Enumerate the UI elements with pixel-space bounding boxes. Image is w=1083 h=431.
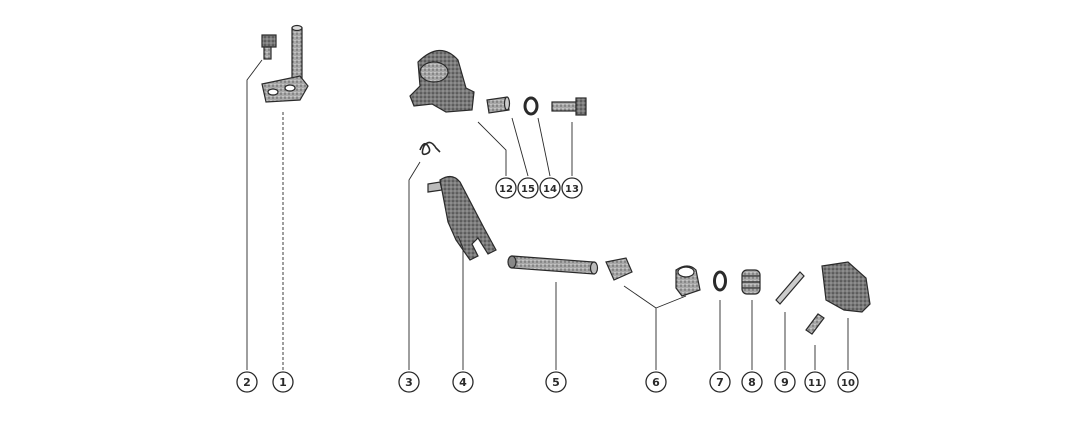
callout-circle [398, 371, 420, 393]
leader-lines [246, 59, 849, 370]
shift-shaft-part-1 [261, 24, 309, 103]
shift-lever-part-4 [427, 175, 497, 261]
washer-part-7 [713, 270, 727, 292]
callout-circle [837, 371, 859, 393]
callout-4: 4 [452, 371, 474, 393]
shift-rod-part-5 [507, 255, 599, 275]
callout-number: 11 [808, 378, 822, 389]
lockwasher-part-14 [523, 96, 539, 116]
bushing-part-6 [605, 257, 701, 297]
callout-14: 14 [539, 177, 561, 199]
callout-number: 2 [243, 376, 251, 389]
callout-circle [709, 371, 731, 393]
callout-circle [272, 371, 294, 393]
callout-circle [517, 177, 539, 199]
callout-3: 3 [398, 371, 420, 393]
spring-part-8 [741, 269, 761, 295]
callout-number: 1 [279, 376, 287, 389]
callout-10: 10 [837, 371, 859, 393]
callout-number: 6 [652, 376, 660, 389]
callout-number: 12 [499, 184, 513, 195]
callout-number: 8 [748, 376, 756, 389]
screw-part-2 [261, 34, 277, 60]
callout-circle [561, 177, 583, 199]
callout-6: 6 [645, 371, 667, 393]
callout-number: 4 [459, 376, 467, 389]
callout-number: 7 [716, 376, 724, 389]
callout-circle [539, 177, 561, 199]
callout-circle [452, 371, 474, 393]
washer-part-15 [486, 96, 511, 114]
callout-number: 3 [405, 376, 413, 389]
pin-part-11 [805, 313, 825, 335]
callout-number: 5 [552, 376, 560, 389]
callout-9: 9 [774, 371, 796, 393]
callout-number: 14 [543, 184, 557, 195]
callout-circle [645, 371, 667, 393]
callout-number: 13 [565, 184, 579, 195]
shift-cam-part-10 [821, 261, 871, 313]
callout-7: 7 [709, 371, 731, 393]
callout-13: 13 [561, 177, 583, 199]
callout-circle [495, 177, 517, 199]
callout-circle [545, 371, 567, 393]
callout-number: 10 [841, 378, 855, 389]
callout-1: 1 [272, 371, 294, 393]
callout-11: 11 [804, 371, 826, 393]
callout-number: 15 [521, 184, 535, 195]
callout-15: 15 [517, 177, 539, 199]
callout-number: 9 [781, 376, 789, 389]
callout-circle [236, 371, 258, 393]
callout-circle [741, 371, 763, 393]
cotter-pin-part-9 [775, 271, 805, 305]
callout-circle [774, 371, 796, 393]
callout-12: 12 [495, 177, 517, 199]
shift-arm-part-12 [409, 49, 475, 113]
callout-8: 8 [741, 371, 763, 393]
callout-5: 5 [545, 371, 567, 393]
retainer-clip-part-3 [419, 141, 441, 156]
bolt-part-13 [551, 97, 587, 116]
callout-circle [804, 371, 826, 393]
callout-2: 2 [236, 371, 258, 393]
